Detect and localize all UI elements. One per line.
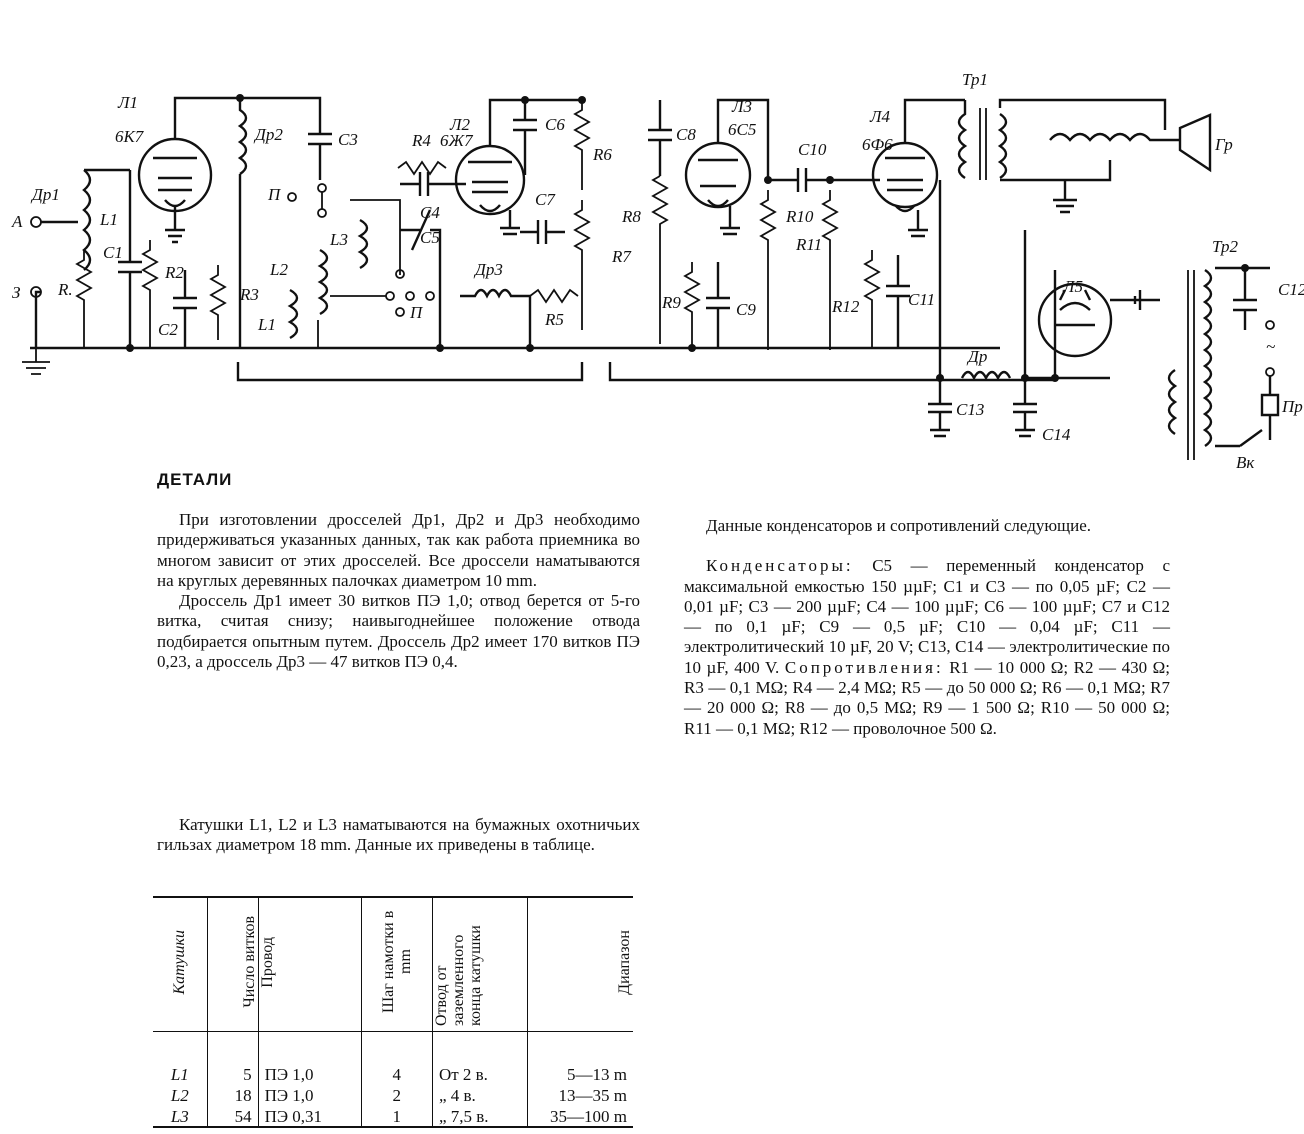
r7-label: R7 (611, 247, 632, 266)
switch-p-bottom-label: П (409, 303, 424, 322)
coils-paragraph: Катушки L1, L2 и L3 наматываются на бума… (157, 815, 640, 855)
l1-label: L1 (99, 210, 118, 229)
r5-label: R5 (544, 310, 564, 329)
c3-label: C3 (338, 130, 358, 149)
antenna-label: А (11, 212, 23, 231)
r6-label: R6 (592, 145, 612, 164)
header-pitch: Шаг намотки в mm (360, 896, 433, 1032)
l1-coil-label: L1 (257, 315, 276, 334)
tube-l1-ref: Л1 (117, 93, 138, 112)
r12-label: R12 (831, 297, 860, 316)
r4-label: R4 (411, 131, 431, 150)
c8-label: C8 (676, 125, 696, 144)
c12-label: C12 (1278, 280, 1304, 299)
resistors-title: Сопротивления: (784, 657, 944, 677)
dr1-label: Др1 (30, 185, 60, 204)
dr2-label: Др2 (253, 125, 283, 144)
tube-l3-ref: Л3 (731, 97, 752, 116)
header-tap: Отвод от заземленного конца катушки (431, 896, 528, 1032)
tube-l3-type: 6С5 (728, 120, 756, 139)
tr1-label: Тр1 (962, 70, 988, 89)
tube-l2-type: 6Ж7 (440, 131, 474, 150)
switch-label: Вк (1236, 453, 1255, 470)
r9-label: R9 (661, 293, 681, 312)
tr2-label: Тр2 (1212, 237, 1239, 256)
table-row: L2 18 ПЭ 1,0 2 „ 4 в. 13—35 m (153, 1083, 633, 1105)
header-turns: Число витков (206, 896, 259, 1032)
r3-label: R3 (239, 285, 259, 304)
header-range: Диапазон (526, 896, 633, 1032)
header-wire: Провод (257, 896, 362, 1032)
components-list: Конденсаторы: C5 — переменный конденсато… (684, 556, 1170, 739)
tube-l4-ref: Л4 (869, 107, 891, 126)
capacitors-list: C5 — переменный конденсатор с максимальн… (684, 556, 1170, 677)
section-heading: ДЕТАЛИ (157, 470, 233, 489)
c6-label: C6 (545, 115, 565, 134)
c1-label: C1 (103, 243, 123, 262)
components-intro: Данные конденсаторов и сопротивлений сле… (706, 516, 1092, 535)
chokes-paragraph-1: При изготовлении дросселей Др1, Др2 и Др… (157, 510, 640, 590)
components-description: Данные конденсаторов и сопротивлений сле… (684, 516, 1170, 739)
l2-label: L2 (269, 260, 288, 279)
dr-label: Др (966, 347, 987, 366)
c5-label: C5 (420, 228, 440, 247)
ground-label: З (12, 283, 21, 302)
r-label: R. (57, 280, 73, 299)
receiver-schematic: А З Др1 L1 R. C1 Л1 6К7 R2 C2 R3 Др2 C3 … (11, 70, 1304, 470)
c4-label: C4 (420, 203, 440, 222)
header-coils: Катушки (153, 896, 208, 1032)
ac-label: ~ (1266, 337, 1275, 356)
tube-l5-ref: Л5 (1062, 277, 1083, 296)
c13-label: C13 (956, 400, 984, 419)
c9-label: C9 (736, 300, 756, 319)
table-row: L1 5 ПЭ 1,0 4 От 2 в. 5—13 m (153, 1031, 633, 1084)
c11-label: C11 (908, 290, 935, 309)
c14-label: C14 (1042, 425, 1071, 444)
tube-l4-type: 6Ф6 (862, 135, 893, 154)
c2-label: C2 (158, 320, 178, 339)
switch-p-top-label: П (267, 185, 282, 204)
r11-label: R11 (795, 235, 822, 254)
resistors-list: R1 — 10 000 Ω; R2 — 430 Ω; R3 — 0,1 MΩ; … (684, 657, 1170, 738)
speaker-label: Гр (1214, 135, 1233, 154)
r10-label: R10 (785, 207, 814, 226)
dr3-label: Др3 (473, 260, 503, 279)
r8-label: R8 (621, 207, 641, 226)
tube-l1-type: 6К7 (115, 127, 145, 146)
tube-l2-ref: Л2 (449, 115, 471, 134)
c7-label: C7 (535, 190, 556, 209)
l3-label: L3 (329, 230, 348, 249)
capacitors-title: Конденсаторы: (706, 556, 854, 576)
r2-label: R2 (164, 263, 184, 282)
c10-label: C10 (798, 140, 827, 159)
fuse-label: Пр (1281, 397, 1303, 416)
table-row: L3 54 ПЭ 0,31 1 „ 7,5 в. 35—100 m (153, 1104, 633, 1129)
chokes-description: При изготовлении дросселей Др1, Др2 и Др… (157, 510, 640, 672)
chokes-paragraph-2: Дроссель Др1 имеет 30 витков ПЭ 1,0; отв… (157, 591, 640, 672)
coil-data-table: Катушки Число витков Провод Шаг намотки … (153, 896, 633, 1129)
table-header-row: Катушки Число витков Провод Шаг намотки … (153, 896, 633, 1032)
